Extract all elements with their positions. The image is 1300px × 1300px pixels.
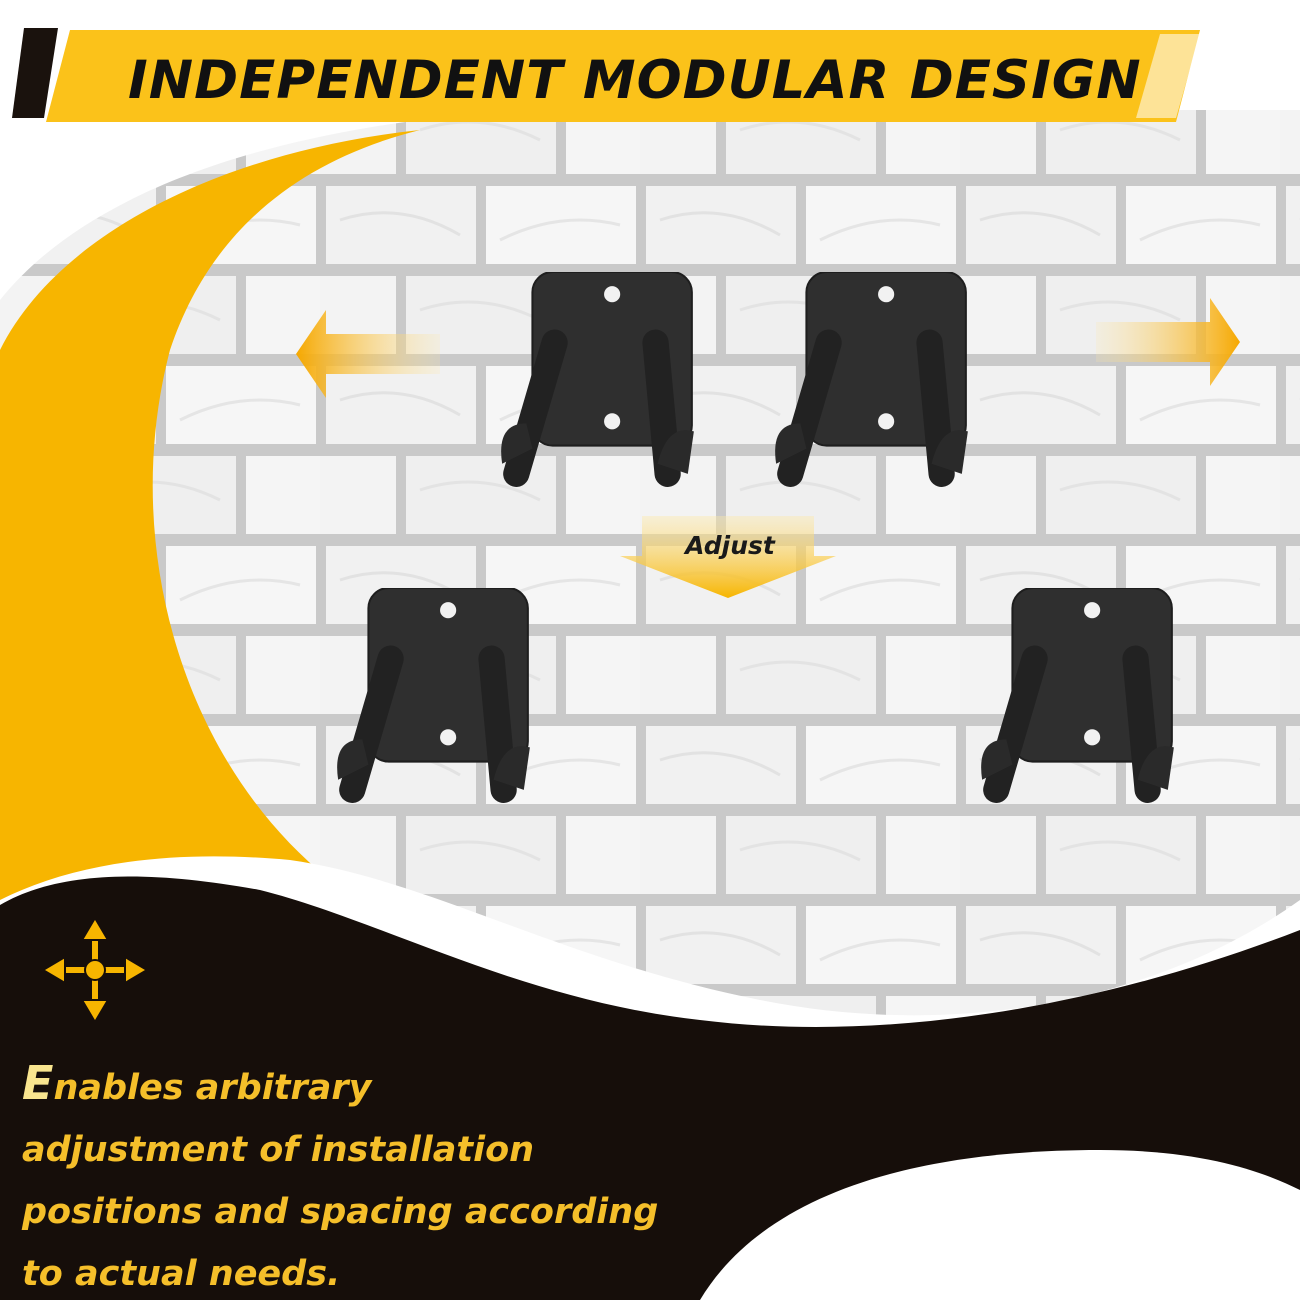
description-line-2: adjustment of installation	[22, 1130, 535, 1170]
move-arrows-icon	[41, 916, 149, 1024]
banner-stripe	[1136, 34, 1200, 118]
description-initial: E	[22, 1056, 54, 1110]
arrow-left-icon	[296, 310, 440, 398]
description-line-3: positions and spacing according	[22, 1192, 659, 1232]
arrow-right-icon	[1096, 298, 1240, 386]
page-title: INDEPENDENT MODULAR DESIGN	[128, 50, 1142, 111]
feature-description: Enables arbitrary adjustment of installa…	[22, 1052, 782, 1300]
bottom-white-wave	[700, 1150, 1300, 1300]
arrow-down-icon	[620, 516, 836, 598]
description-line-1: Enables arbitrary	[22, 1056, 372, 1110]
yellow-swoosh	[0, 130, 420, 1300]
description-line-4: to actual needs.	[22, 1254, 341, 1294]
banner-left-tab	[12, 28, 58, 118]
adjust-label: Adjust	[685, 531, 775, 560]
title-banner	[46, 30, 1200, 122]
